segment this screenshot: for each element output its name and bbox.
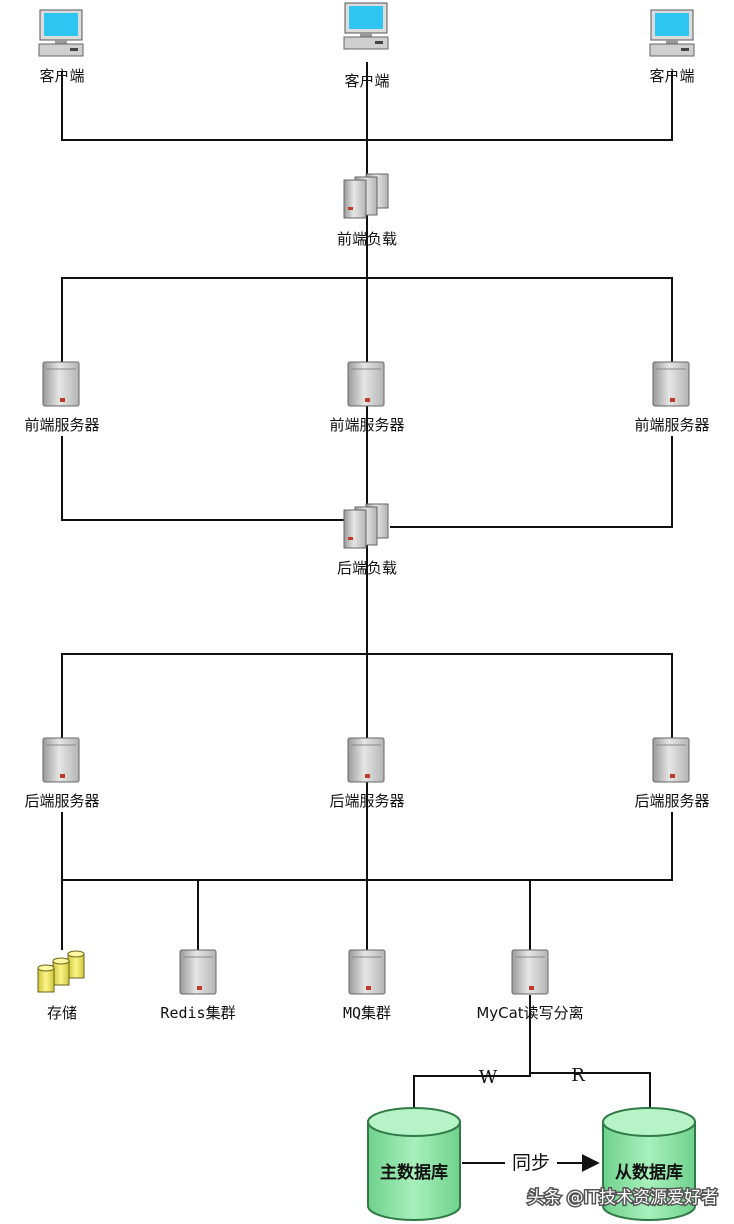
database-cylinder-icon (367, 1107, 461, 1221)
watermark-text: 头条 @IT技术资源爱好者 (527, 1188, 718, 1208)
sync-label-bg (505, 1148, 557, 1174)
desktop-computer-icon (38, 9, 84, 57)
mycat-label: MyCat读写分离 (476, 1004, 583, 1022)
frontend-server-left-label: 前端服务器 (24, 416, 99, 434)
backend-server-left-label: 后端服务器 (24, 792, 99, 810)
frontend-server-right-label: 前端服务器 (634, 416, 709, 434)
redis-cluster-node[interactable] (179, 949, 217, 995)
backend-server-center-label: 后端服务器 (329, 792, 404, 810)
storage-label: 存储 (47, 1004, 77, 1022)
server-icon (179, 949, 217, 995)
slave-db-label: 从数据库 (615, 1162, 683, 1183)
frontend-server-left[interactable] (42, 361, 80, 407)
server-icon (347, 737, 385, 783)
backend-bus-line (61, 653, 673, 740)
server-cluster-icon (343, 503, 389, 549)
client-left[interactable] (38, 9, 84, 57)
client-center[interactable] (343, 2, 389, 50)
server-icon (348, 949, 386, 995)
server-icon (347, 361, 385, 407)
backend-server-center[interactable] (347, 737, 385, 783)
database-cylinder-icon (602, 1107, 696, 1221)
desktop-computer-icon (343, 2, 389, 50)
backend-load-balancer[interactable] (343, 503, 389, 549)
server-icon (42, 361, 80, 407)
frontend-return-line (61, 436, 673, 528)
sync-edge-label: 同步 (512, 1152, 550, 1174)
client-left-label: 客户端 (39, 67, 84, 85)
backend-lb-label: 后端负载 (337, 559, 397, 577)
server-icon (42, 737, 80, 783)
frontend-server-right[interactable] (652, 361, 690, 407)
server-icon (652, 737, 690, 783)
mycat-db-line (413, 995, 651, 1110)
server-cluster-icon (343, 173, 389, 219)
connection-lines (61, 62, 673, 1172)
backend-server-left[interactable] (42, 737, 80, 783)
slave-database[interactable] (602, 1107, 696, 1221)
mq-label: MQ集群 (343, 1004, 391, 1022)
frontend-lb-label: 前端负载 (337, 230, 397, 248)
desktop-computer-icon (649, 9, 695, 57)
frontend-server-center-label: 前端服务器 (329, 416, 404, 434)
mycat-node[interactable] (511, 949, 549, 995)
master-database[interactable] (367, 1107, 461, 1221)
backend-server-right-label: 后端服务器 (634, 792, 709, 810)
client-right[interactable] (649, 9, 695, 57)
storage-node[interactable] (37, 950, 85, 993)
client-center-label: 客户端 (344, 72, 389, 90)
storage-cylinders-icon (37, 950, 85, 993)
redis-label: Redis集群 (160, 1004, 235, 1022)
master-db-label: 主数据库 (380, 1162, 448, 1183)
mq-cluster-node[interactable] (348, 949, 386, 995)
server-icon (652, 361, 690, 407)
client-right-label: 客户端 (649, 67, 694, 85)
frontend-bus-line (61, 277, 673, 364)
frontend-server-center[interactable] (347, 361, 385, 407)
backend-server-right[interactable] (652, 737, 690, 783)
read-edge-label: R (571, 1065, 585, 1086)
write-edge-label: W (479, 1067, 498, 1088)
services-bus-line (61, 812, 673, 950)
frontend-load-balancer[interactable] (343, 173, 389, 219)
server-icon (511, 949, 549, 995)
